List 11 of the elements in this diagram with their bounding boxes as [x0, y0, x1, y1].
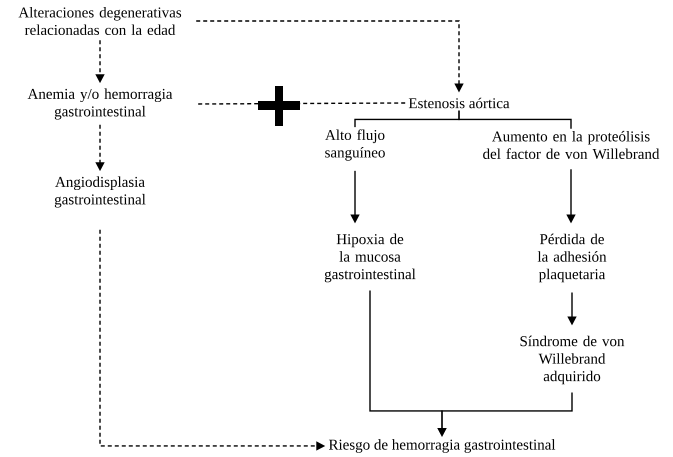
- node-text: Anemia y/o hemorragia gastrointestinal: [28, 88, 172, 120]
- connector-line: [458, 110, 572, 129]
- node-text: Pérdida de la adhesión plaquetaria: [538, 234, 606, 282]
- node-text: Alteraciones degenerativas relacionadas con la edad: [18, 6, 182, 35]
- node-text: Riesgo de hemorragia gastrointestinal: [328, 439, 556, 453]
- node-text: Alto flujo sanguíneo: [325, 129, 385, 161]
- node-text: Aumento en la proteólisis del factor de von Willebrand: [483, 130, 660, 160]
- node-text: Hipoxia de la mucosa gastrointestinal: [324, 234, 416, 282]
- node-text: Síndrome de von Willebrand adquirido: [520, 336, 624, 384]
- node-text: Angiodisplasia gastrointestinal: [54, 176, 146, 208]
- node-text: Estenosis aórtica: [408, 98, 510, 108]
